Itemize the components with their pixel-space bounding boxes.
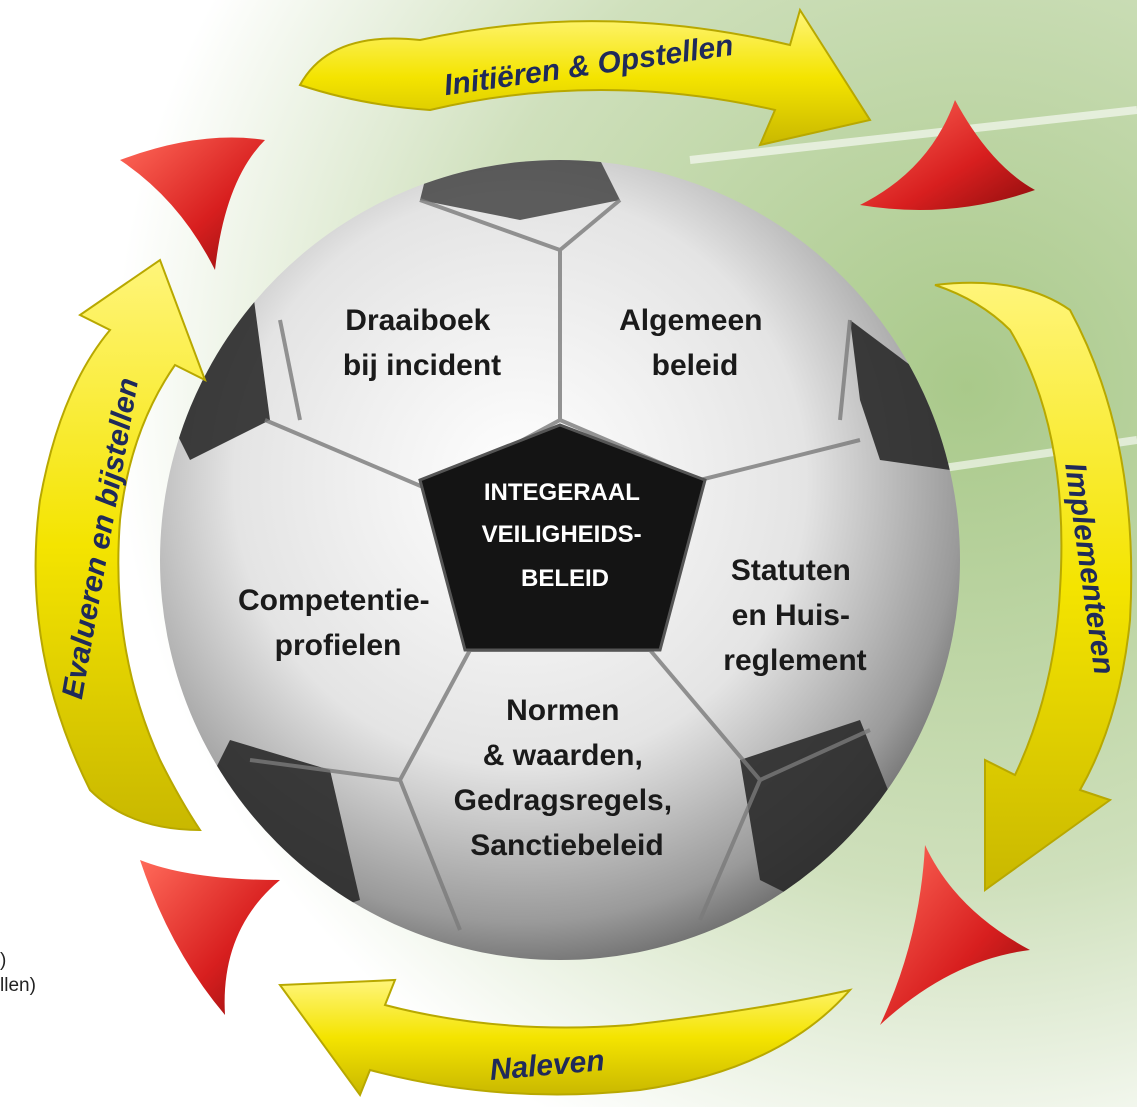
svg-text:Normen & waarden, Gedr: Normen & waarden, Gedragsregels, Sanctie… (454, 694, 681, 862)
side-note-line2: llen) (0, 975, 36, 996)
red-arrowhead-bottom-left (140, 860, 280, 1015)
panel-normen-line4: Sanctiebeleid (470, 829, 663, 862)
arrow-right (934, 281, 1133, 892)
svg-text:INTEGERAAL VEILIGHEIDS-: INTEGERAAL VEILIGHEIDS- BELEID (482, 479, 649, 592)
dark-patch (850, 320, 950, 470)
arrow-left (34, 258, 207, 832)
pitch-line (689, 106, 1137, 164)
soccer-ball (160, 160, 960, 960)
panel-algemeen-line2: beleid (652, 349, 739, 382)
center-line-2: VEILIGHEIDS- (482, 521, 642, 548)
arrow-bottom (278, 978, 853, 1098)
panel-statuten-line1: Statuten (731, 554, 851, 587)
side-note-line1: ) (0, 950, 7, 971)
center-pentagon (418, 423, 707, 652)
panel-algemeen-line1: Algemeen (619, 304, 762, 337)
panel-draaiboek-line2: bij incident (343, 349, 501, 382)
panel-normen-line2: & waarden, (483, 739, 643, 772)
panel-normen-line3: Gedragsregels, (454, 784, 672, 817)
arrow-top (298, 7, 872, 147)
panel-competentie-line1: Competentie- (238, 584, 430, 617)
svg-text:Draaiboek bij incident: Draaiboek bij incident (343, 304, 501, 382)
center-line-3: BELEID (521, 565, 609, 592)
svg-text:Competentie- profielen: Competentie- profielen (238, 584, 438, 662)
dark-patch (420, 160, 620, 220)
panel-statuten-line2: en Huis- (732, 599, 850, 632)
panel-normen-line1: Normen (506, 694, 619, 727)
panel-statuten-line3: reglement (723, 644, 866, 677)
panel-draaiboek-line1: Draaiboek (345, 304, 490, 337)
svg-text:Algemeen beleid: Algemeen beleid (619, 304, 771, 382)
red-arrowhead-top-right (860, 100, 1035, 210)
red-arrowhead-top-left (120, 137, 265, 270)
panel-competentie-line2: profielen (275, 629, 402, 662)
center-line-1: INTEGERAAL (484, 479, 640, 506)
red-arrowhead-bottom-right (880, 845, 1030, 1025)
svg-text:Statuten en Huis- regl: Statuten en Huis- reglement (723, 554, 866, 677)
